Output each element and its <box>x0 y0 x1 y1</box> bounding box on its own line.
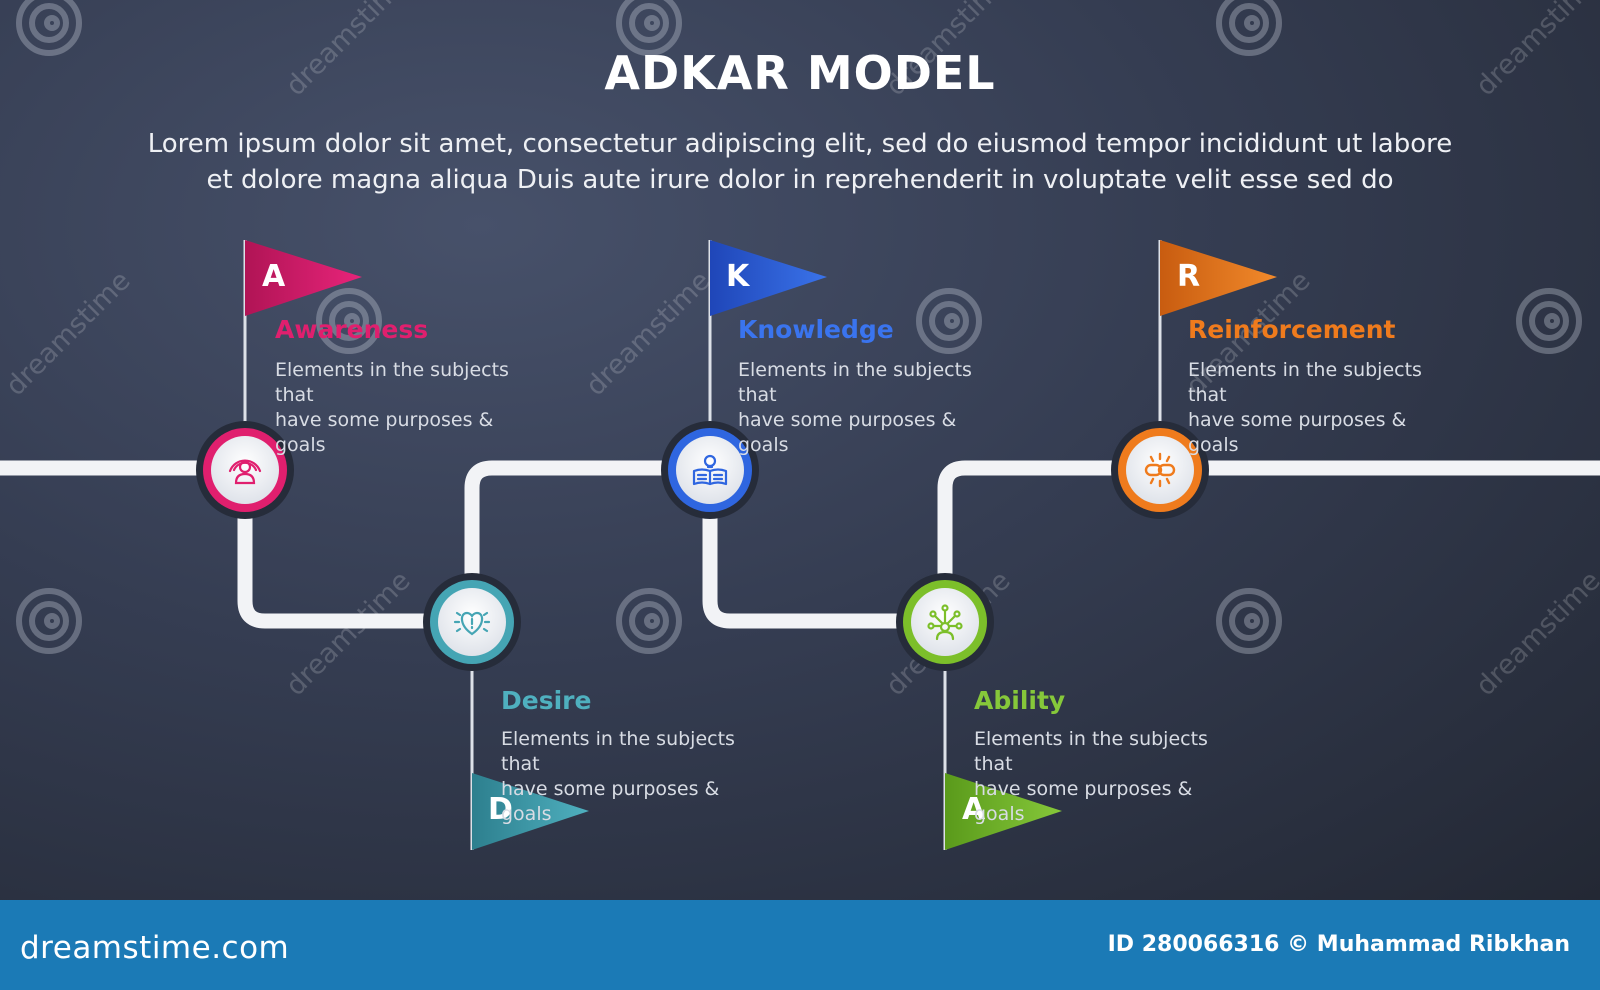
stage-desc-desire: Elements in the subjects that have some … <box>501 727 771 827</box>
page-title: ADKAR MODEL <box>604 46 996 100</box>
stage-title-ability: Ability <box>974 686 1066 715</box>
watermark-spiral-icon <box>16 588 82 654</box>
desc-line: Elements in the subjects that <box>738 359 972 406</box>
flag-desire <box>472 773 589 850</box>
person-broadcast-icon <box>228 459 262 485</box>
infographic-canvas: dreamstime dreamstime dreamstime dreamst… <box>0 0 1600 900</box>
stage-desc-knowledge: Elements in the subjects that have some … <box>738 358 1008 458</box>
desc-line: Elements in the subjects that <box>1188 359 1422 406</box>
watermark-spiral-icon <box>16 0 82 56</box>
subtitle-line: et dolore magna aliqua Duis aute irure d… <box>206 165 1394 195</box>
flag-ability <box>945 773 1062 850</box>
stage-title-reinforcement: Reinforcement <box>1188 315 1396 344</box>
heart-rays-icon <box>453 611 491 636</box>
flag-awareness <box>245 240 362 316</box>
flag-letter-a: A <box>262 259 286 294</box>
stage-title-awareness: Awareness <box>275 315 429 344</box>
watermark-spiral-icon <box>316 288 382 354</box>
flag-letter-r: R <box>1177 259 1201 294</box>
image-credit: ID 280066316 © Muhammad Ribkhan <box>1107 932 1570 957</box>
node-awareness <box>196 421 294 519</box>
book-bulb-icon <box>692 454 728 486</box>
stage-title-desire: Desire <box>501 686 592 715</box>
flag-letter-k: K <box>726 259 750 294</box>
person-network-icon <box>927 604 963 641</box>
desc-line: have some purposes & goals <box>738 409 957 456</box>
stage-desc-ability: Elements in the subjects that have some … <box>974 727 1244 827</box>
desc-line: have some purposes & goals <box>974 778 1193 825</box>
desc-line: have some purposes & goals <box>275 409 494 456</box>
watermark-spiral-icon <box>1216 588 1282 654</box>
roadmap-path <box>0 460 1600 629</box>
desc-line: Elements in the subjects that <box>974 728 1208 775</box>
page-subtitle: Lorem ipsum dolor sit amet, consectetur … <box>70 126 1530 198</box>
stage-title-knowledge: Knowledge <box>738 315 894 344</box>
watermark-spiral-icon <box>1216 0 1282 56</box>
stage-desc-awareness: Elements in the subjects that have some … <box>275 358 545 458</box>
desc-line: have some purposes & goals <box>501 778 720 825</box>
stage-desc-reinforcement: Elements in the subjects that have some … <box>1188 358 1458 458</box>
flag-knowledge <box>710 240 827 316</box>
flag-letter-a2: A <box>962 792 986 827</box>
watermark-spiral-icon <box>616 588 682 654</box>
chain-link-icon <box>1144 452 1176 488</box>
watermark-spiral-icon <box>616 0 682 56</box>
flag-reinforcement <box>1160 240 1277 316</box>
brand-logo[interactable]: dreamstime.com <box>20 930 290 966</box>
watermark-spiral-icon <box>916 288 982 354</box>
desc-line: Elements in the subjects that <box>275 359 509 406</box>
subtitle-line: Lorem ipsum dolor sit amet, consectetur … <box>147 129 1453 159</box>
footer-bar: dreamstime.com ID 280066316 © Muhammad R… <box>0 900 1600 990</box>
desc-line: Elements in the subjects that <box>501 728 735 775</box>
flag-letter-d: D <box>488 792 513 827</box>
desc-line: have some purposes & goals <box>1188 409 1407 456</box>
watermark-spiral-icon <box>1516 288 1582 354</box>
